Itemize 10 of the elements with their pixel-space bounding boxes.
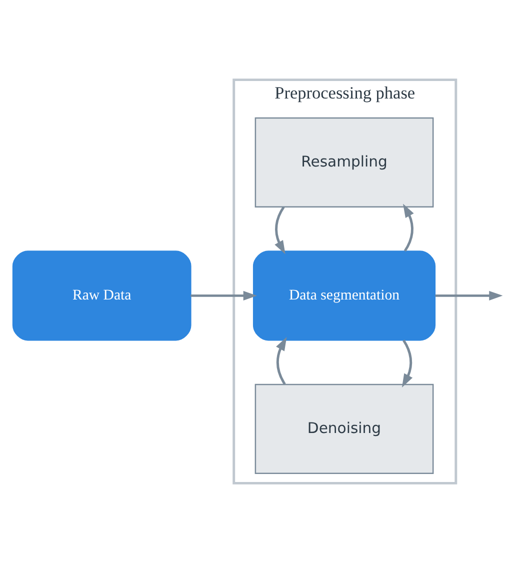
arrow	[276, 337, 287, 385]
node-box: Denoising	[254, 384, 434, 474]
arrow	[274, 206, 286, 254]
arrow	[403, 204, 414, 252]
arrow	[402, 340, 413, 388]
arrow	[190, 290, 257, 300]
node-box: Data segmentation	[252, 250, 436, 341]
node-box: Raw Data	[12, 250, 192, 341]
node-box: Resampling	[254, 117, 434, 208]
arrow	[435, 290, 503, 300]
